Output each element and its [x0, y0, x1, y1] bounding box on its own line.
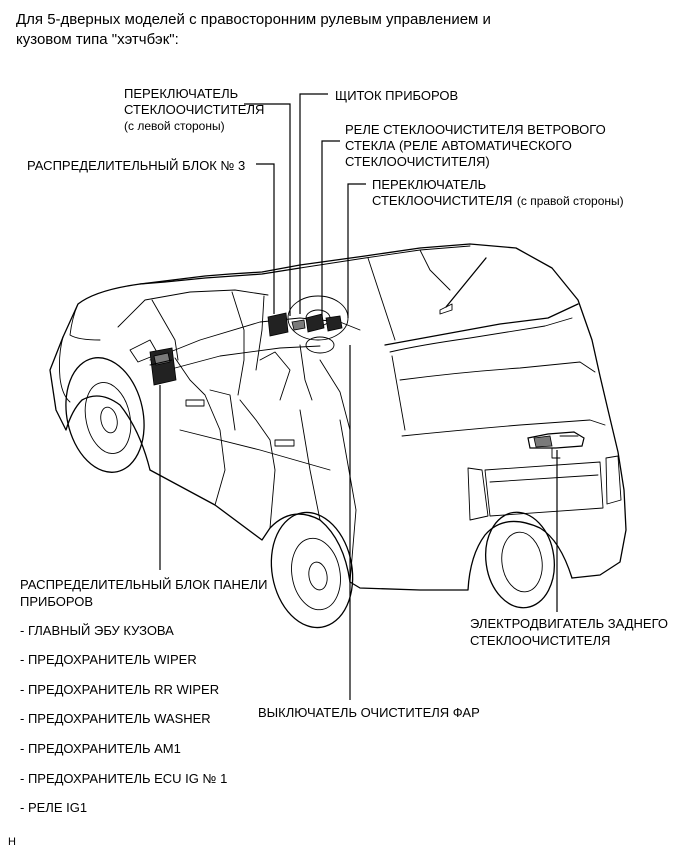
car-roof	[117, 245, 471, 396]
label-wiper-relay-2: СТЕКЛА (РЕЛЕ АВТОМАТИЧЕСКОГО	[345, 138, 572, 153]
combination-switch	[291, 313, 343, 333]
label-wiper-switch-right-2: СТЕКЛООЧИСТИТЕЛЯ (с правой стороны)	[372, 192, 624, 210]
label-wiper-switch-left-2: СТЕКЛООЧИСТИТЕЛЯ	[124, 102, 265, 117]
label-wiper-switch-right-2-main: СТЕКЛООЧИСТИТЕЛЯ	[372, 193, 513, 208]
heading-line-2: кузовом типа "хэтчбэк":	[16, 31, 179, 48]
antenna	[439, 257, 487, 315]
label-instrument-junction-block-2: ПРИБОРОВ	[20, 594, 94, 609]
leader-lines	[159, 93, 558, 700]
label-rear-wiper-motor-1: ЭЛЕКТРОДВИГАТЕЛЬ ЗАДНЕГО	[470, 616, 669, 631]
label-wiper-switch-left-1: ПЕРЕКЛЮЧАТЕЛЬ	[124, 86, 239, 101]
label-junction-block-3: РАСПРЕДЕЛИТЕЛЬНЫЙ БЛОК № 3	[27, 158, 246, 173]
label-headlight-cleaner-switch: ВЫКЛЮЧАТЕЛЬ ОЧИСТИТЕЛЯ ФАР	[258, 705, 480, 720]
rear-hatch	[384, 303, 622, 521]
junction-block-3	[267, 312, 289, 337]
label-wiper-relay-1: РЕЛЕ СТЕКЛООЧИСТИТЕЛЯ ВЕТРОВОГО	[345, 122, 606, 137]
doors	[129, 339, 357, 583]
label-wiper-switch-right-1: ПЕРЕКЛЮЧАТЕЛЬ	[372, 177, 487, 192]
junction-item-4: - ПРЕДОХРАНИТЕЛЬ WASHER	[20, 711, 211, 726]
heading-line-1: Для 5-дверных моделей с правосторонним р…	[16, 11, 491, 28]
label-rear-wiper-motor-2: СТЕКЛООЧИСТИТЕЛЯ	[470, 633, 611, 648]
rear-wiper-motor	[527, 431, 585, 459]
label-wiper-switch-right-2-note: (с правой стороны)	[516, 194, 624, 208]
junction-item-1: - ГЛАВНЫЙ ЭБУ КУЗОВА	[20, 623, 174, 638]
label-instrument-junction-block-1: РАСПРЕДЕЛИТЕЛЬНЫЙ БЛОК ПАНЕЛИ	[20, 577, 268, 592]
junction-item-5: - ПРЕДОХРАНИТЕЛЬ AM1	[20, 741, 181, 756]
junction-item-2: - ПРЕДОХРАНИТЕЛЬ WIPER	[20, 652, 197, 667]
car-body	[49, 243, 627, 591]
footer-mark: H	[8, 836, 16, 848]
wheels	[65, 357, 555, 629]
label-wiper-switch-left-3: (с левой стороны)	[124, 119, 225, 133]
junction-item-6: - ПРЕДОХРАНИТЕЛЬ ECU IG № 1	[20, 771, 228, 786]
junction-item-3: - ПРЕДОХРАНИТЕЛЬ RR WIPER	[20, 682, 220, 697]
junction-item-7: - РЕЛЕ IG1	[20, 800, 88, 815]
label-instrument-panel: ЩИТОК ПРИБОРОВ	[335, 88, 459, 103]
label-wiper-relay-3: СТЕКЛООЧИСТИТЕЛЯ)	[345, 154, 490, 169]
instrument-junction-block	[149, 347, 177, 386]
